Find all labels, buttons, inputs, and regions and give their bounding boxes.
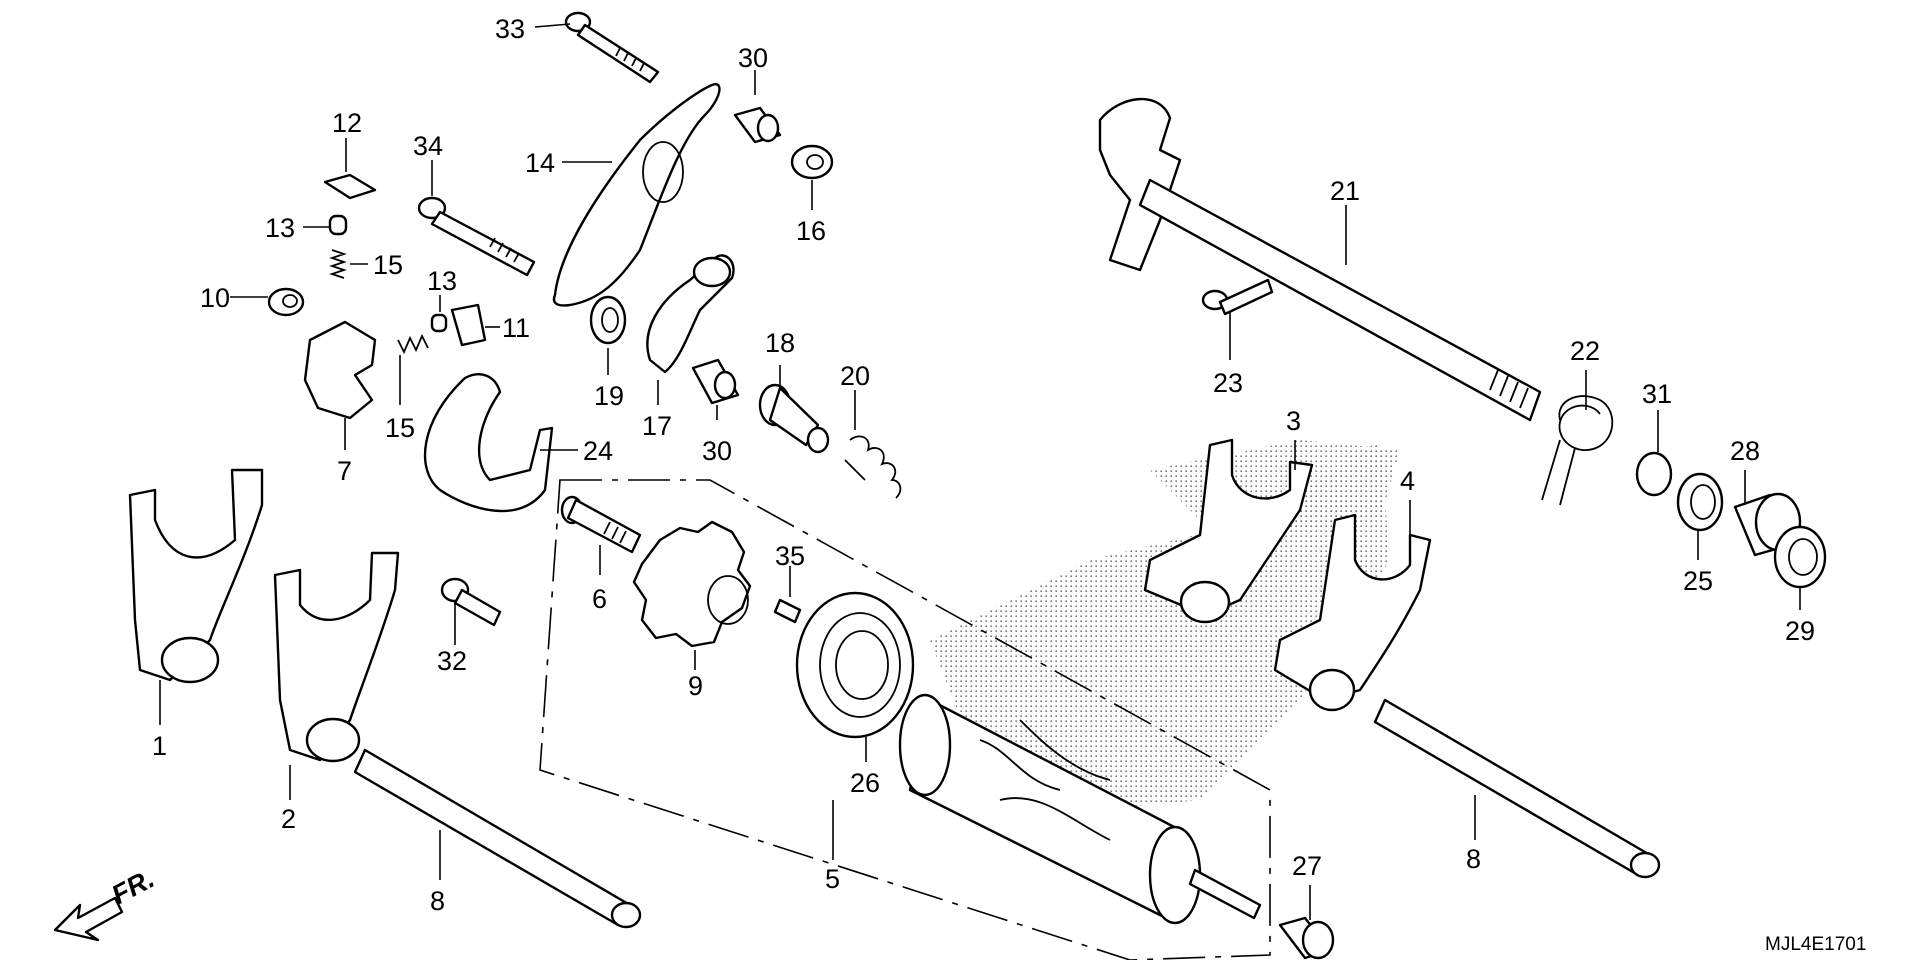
part-4-fork-boss xyxy=(1308,668,1356,712)
part-2-fork-boss xyxy=(305,717,361,763)
part-30-collar-bottom xyxy=(691,358,740,405)
callout-labels: 33 30 12 34 14 16 13 15 10 13 11 21 19 1… xyxy=(152,14,1815,916)
part-15-spring xyxy=(329,249,347,279)
part-34-bolt xyxy=(417,196,536,277)
callout-7: 7 xyxy=(337,456,352,486)
part-14-hole xyxy=(642,141,684,203)
callout-28: 28 xyxy=(1730,436,1760,466)
callout-18: 18 xyxy=(765,328,795,358)
callout-32: 32 xyxy=(437,646,467,676)
part-7-stopper-arm xyxy=(303,320,377,420)
part-8-fork-shaft-left xyxy=(353,748,642,929)
part-19-washer xyxy=(589,295,627,345)
callout-5: 5 xyxy=(825,864,840,894)
callout-9: 9 xyxy=(688,671,703,701)
part-9-star-plate xyxy=(632,520,752,648)
part-24-guide xyxy=(423,373,554,513)
part-32-bolt xyxy=(440,577,502,627)
part-10-bolt xyxy=(267,287,305,317)
callout-31: 31 xyxy=(1642,379,1672,409)
part-3-fork-boss xyxy=(1179,580,1231,624)
part-13-pin xyxy=(328,214,348,236)
part-1-shift-fork xyxy=(128,468,264,682)
callout-12: 12 xyxy=(332,108,362,138)
callout-22: 22 xyxy=(1570,336,1600,366)
part-20-spring xyxy=(844,435,902,499)
part-22-spring xyxy=(1541,395,1614,506)
callout-21: 21 xyxy=(1330,176,1360,206)
callout-33: 33 xyxy=(495,14,525,44)
part-12-cap xyxy=(323,173,377,200)
callout-15-mid: 15 xyxy=(385,413,415,443)
part-31-circlip xyxy=(1635,451,1673,497)
callout-6: 6 xyxy=(592,584,607,614)
callout-13-mid: 13 xyxy=(427,266,457,296)
callout-35: 35 xyxy=(775,541,805,571)
callout-26: 26 xyxy=(850,768,880,798)
part-23-bolt xyxy=(1201,278,1274,316)
callout-11: 11 xyxy=(502,313,530,343)
callout-3: 3 xyxy=(1286,406,1301,436)
part-14-plate xyxy=(552,83,721,307)
part-33-bolt xyxy=(564,11,660,84)
callout-23: 23 xyxy=(1213,368,1243,398)
part-13-pin-2 xyxy=(430,313,448,333)
callout-15-top: 15 xyxy=(373,250,403,280)
front-arrow-icon xyxy=(53,896,124,942)
part-16-collar xyxy=(790,144,834,180)
callout-13-top: 13 xyxy=(265,213,295,243)
part-8-fork-shaft-right xyxy=(1373,698,1661,879)
part-11-clip xyxy=(450,303,487,347)
callout-20: 20 xyxy=(840,361,870,391)
assembly-outline xyxy=(539,479,1271,961)
callout-30-bottom: 30 xyxy=(702,436,732,466)
callout-10: 10 xyxy=(200,283,230,313)
part-35-dowel-pin xyxy=(773,598,802,624)
callout-17: 17 xyxy=(642,411,672,441)
part-30-collar-top xyxy=(733,106,782,144)
callout-4: 4 xyxy=(1400,466,1415,496)
part-2-shift-fork xyxy=(273,551,400,762)
callout-34: 34 xyxy=(413,131,443,161)
callout-2: 2 xyxy=(281,804,296,834)
callout-14: 14 xyxy=(525,148,555,178)
part-17-hole xyxy=(692,256,732,288)
part-26-bearing xyxy=(795,591,915,739)
callout-27: 27 xyxy=(1292,851,1322,881)
part-21-shift-shaft xyxy=(1098,97,1542,422)
part-18-collar-bolt xyxy=(758,383,830,454)
callout-30-top: 30 xyxy=(738,43,768,73)
part-6-bolt xyxy=(560,495,642,554)
part-4-shift-fork xyxy=(1273,513,1432,702)
callout-8-right: 8 xyxy=(1466,844,1481,874)
part-3-shift-fork xyxy=(1143,438,1314,617)
callout-25: 25 xyxy=(1683,566,1713,596)
callout-19: 19 xyxy=(594,381,624,411)
part-29-seal xyxy=(1773,525,1827,589)
callout-16: 16 xyxy=(796,216,826,246)
part-1-fork-boss xyxy=(160,636,220,684)
part-27-collar xyxy=(1278,916,1335,960)
callout-24: 24 xyxy=(583,436,613,466)
part-5-shift-drum xyxy=(898,693,1262,925)
part-25-washer xyxy=(1676,472,1724,532)
callout-29: 29 xyxy=(1785,616,1815,646)
callout-1: 1 xyxy=(152,731,167,761)
leader-lines xyxy=(159,23,1801,920)
part-15-spring-2 xyxy=(397,333,429,355)
diagram-code: MJL4E1701 xyxy=(1765,934,1866,955)
callout-8-left: 8 xyxy=(430,886,445,916)
